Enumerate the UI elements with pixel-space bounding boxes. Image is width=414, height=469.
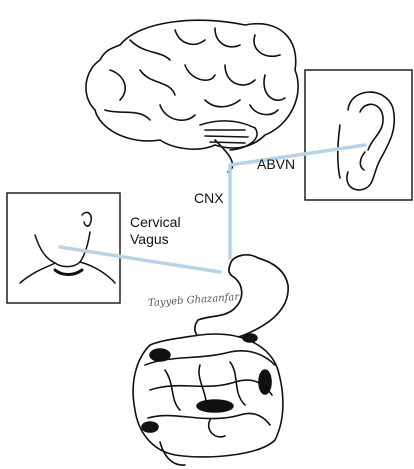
cnx-label: CNX bbox=[194, 190, 224, 207]
abvn-label: ABVN bbox=[257, 156, 295, 173]
cervical-label-line2: Vagus bbox=[130, 231, 181, 248]
cervical-vagus-label: Cervical Vagus bbox=[130, 214, 181, 248]
ear-box bbox=[305, 70, 412, 200]
brain-icon bbox=[86, 20, 298, 172]
cervical-label-line1: Cervical bbox=[130, 214, 181, 231]
intestines-icon bbox=[133, 334, 283, 465]
